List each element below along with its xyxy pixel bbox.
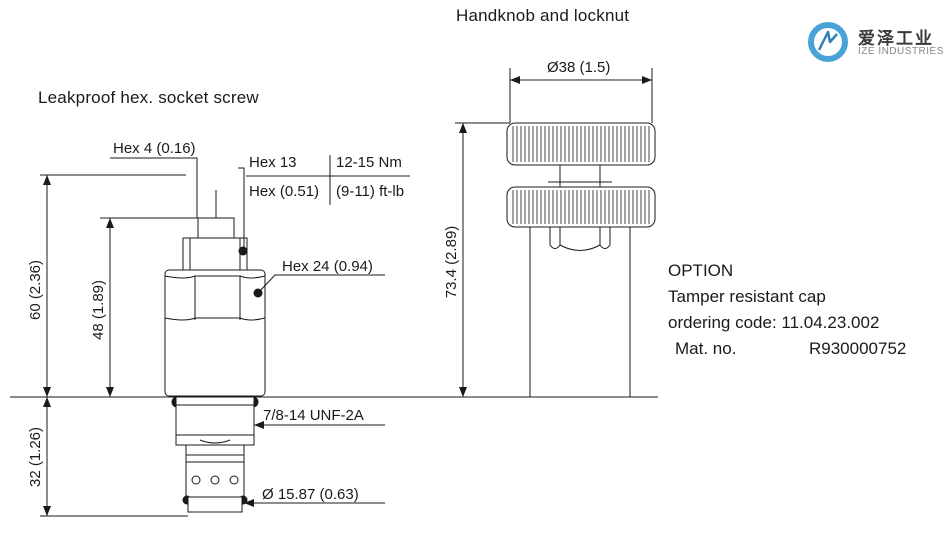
dim-torque-nm: 12-15 Nm [336, 154, 402, 171]
socket-screw [197, 217, 235, 239]
option-line2: ordering code: 11.04.23.002 [668, 313, 880, 332]
dim-hex051: Hex (0.51) [249, 183, 319, 200]
option-heading: OPTION [668, 261, 734, 280]
hex13-nut [182, 237, 248, 271]
option-matno-value: R930000752 [809, 339, 907, 358]
dim-thread: 7/8-14 UNF-2A [263, 407, 364, 424]
logo-en-text: IZE INDUSTRIES [858, 46, 944, 57]
dim-height32: 32 (1.26) [27, 427, 44, 487]
dim-hex13: Hex 13 [249, 154, 297, 171]
dim-hex24: Hex 24 (0.94) [282, 258, 373, 275]
dim-height734: 73.4 (2.89) [443, 226, 460, 299]
dim-height48: 48 (1.89) [90, 280, 107, 340]
logo-icon [808, 22, 848, 62]
handknob-title: Handknob and locknut [456, 6, 630, 25]
hex24-body [164, 269, 266, 397]
thread-section [175, 404, 255, 446]
valve-body-right [529, 226, 631, 398]
dim-dia38: Ø38 (1.5) [547, 59, 610, 76]
spool-section [185, 444, 245, 498]
dim-torque-ftlb: (9-11) ft-lb [336, 183, 404, 200]
dim-height60: 60 (2.36) [27, 260, 44, 320]
leakproof-title: Leakproof hex. socket screw [38, 88, 259, 107]
option-line1: Tamper resistant cap [668, 287, 826, 306]
option-matno-label: Mat. no. [675, 339, 737, 358]
dim-hex4: Hex 4 (0.16) [113, 140, 196, 157]
dim-dia1587: Ø 15.87 (0.63) [262, 486, 359, 503]
logo-cn-text: 爱泽工业 [858, 29, 934, 49]
